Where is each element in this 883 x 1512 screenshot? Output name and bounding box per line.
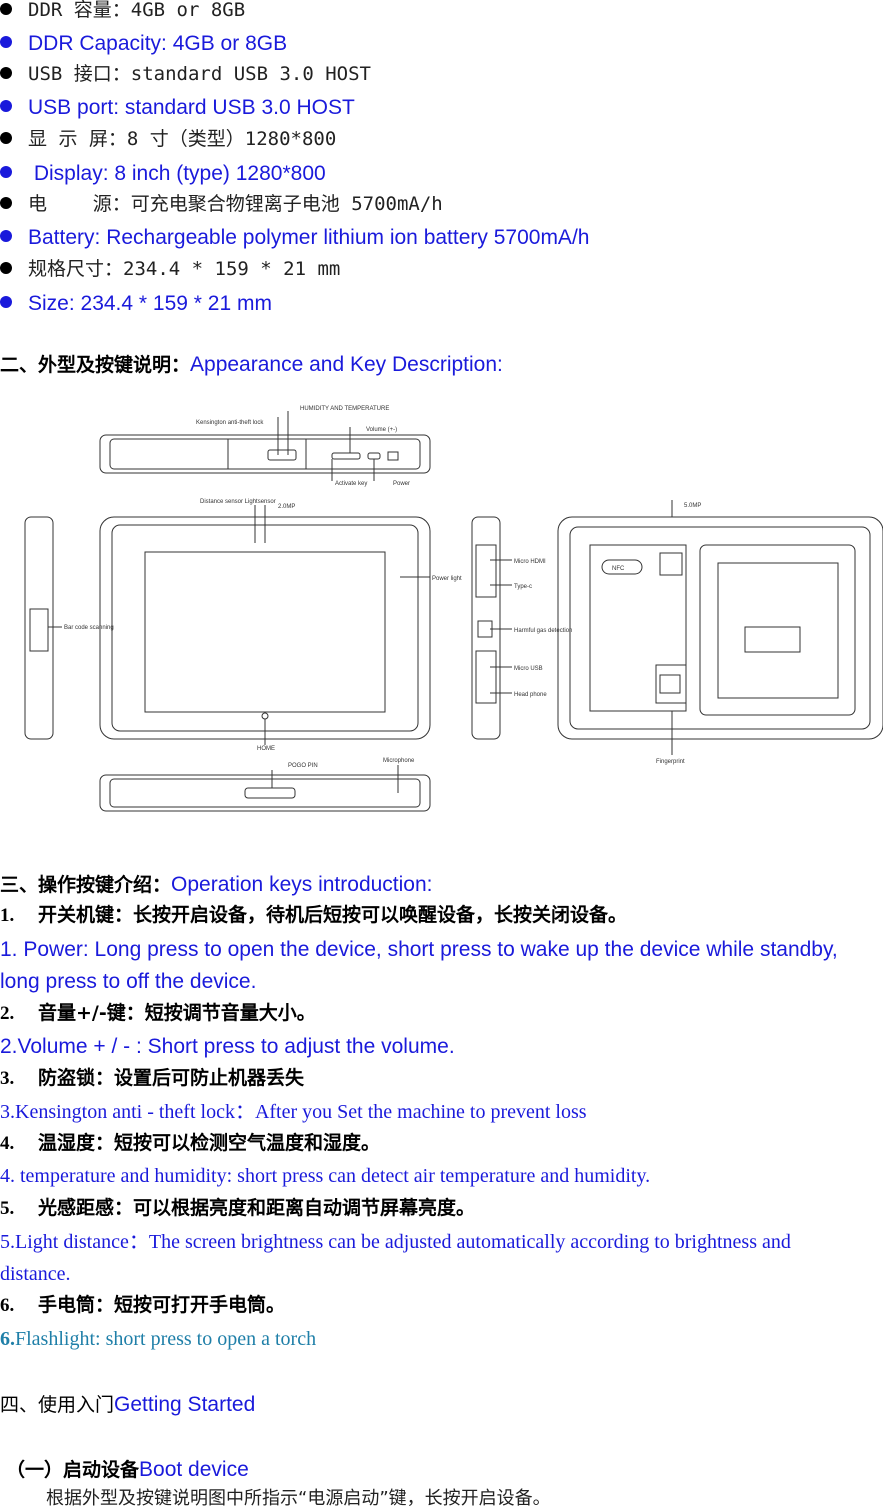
bullet-icon [0, 36, 12, 49]
label-gas: Harmful gas detection [514, 628, 572, 634]
label-humidity: HUMIDITY AND TEMPERATURE [300, 406, 389, 412]
key-1-cn: 1.开关机键：长按开启设备，待机后短按可以唤醒设备，长按关闭设备。 [0, 904, 628, 926]
label-2mp: 2.0MP [278, 504, 295, 510]
front-view [99, 505, 431, 745]
key-6-en: 6.Flashlight: short press to open a torc… [0, 1328, 317, 1350]
spec-size-cn: 规格尺寸：234.4 * 159 * 21 mm [0, 258, 340, 281]
spec-ddr-en: DDR Capacity: 4GB or 8GB [0, 32, 287, 56]
label-fingerprint: Fingerprint [656, 759, 685, 765]
section-3-en: Operation keys introduction: [171, 873, 433, 896]
section-2-cn: 二、外型及按键说明： [0, 354, 191, 376]
label-microusb: Micro USB [514, 666, 543, 672]
section-2-en: Appearance and Key Description: [190, 353, 503, 376]
spec-display-cn: 显 示 屏：8 寸（类型）1280*800 [0, 128, 336, 151]
label-distance: Distance sensor Lightsensor [200, 499, 276, 505]
label-hdmi: Micro HDMI [514, 559, 546, 565]
label-kensington: Kensington anti-theft lock [196, 420, 264, 426]
label-pogo: POGO PIN [288, 763, 318, 769]
subsection-boot-en: Boot device [139, 1458, 249, 1481]
key-4-cn: 4.温湿度：短按可以检测空气温度和湿度。 [0, 1132, 381, 1154]
subsection-boot: （一）启动设备Boot device [6, 1458, 249, 1482]
bullet-icon [0, 196, 12, 209]
bullet-icon [0, 166, 12, 179]
bullet-icon [0, 261, 12, 274]
label-nfc: NFC [612, 566, 625, 572]
bullet-icon [0, 131, 12, 144]
spec-usb-cn: USB 接口：standard USB 3.0 HOST [0, 63, 371, 86]
spec-battery-cn: 电 源：可充电聚合物锂离子电池 5700mA/h [0, 193, 443, 216]
key-5-cn: 5.光感距感：可以根据亮度和距离自动调节屏幕亮度。 [0, 1197, 476, 1219]
key-5-en-line1: 5.Light distance：The screen brightness c… [0, 1231, 791, 1253]
key-1-en-line1: 1. Power: Long press to open the device,… [0, 938, 838, 961]
label-typec: Type-c [514, 584, 532, 590]
spec-display-en: Display: 8 inch (type) 1280*800 [0, 162, 326, 186]
subsection-boot-cn: （一）启动设备 [6, 1459, 140, 1481]
label-power: Power [393, 481, 410, 487]
label-mic: Microphone [383, 758, 415, 764]
spec-usb-en: USB port: standard USB 3.0 HOST [0, 96, 355, 120]
bullet-icon [0, 296, 12, 309]
label-headphone: Head phone [514, 692, 547, 698]
section-4-en: Getting Started [114, 1393, 256, 1416]
bullet-icon [0, 2, 12, 15]
key-3-en: 3.Kensington anti - theft lock：After you… [0, 1101, 587, 1123]
spec-size-en: Size: 234.4 * 159 * 21 mm [0, 292, 272, 316]
bottom-view [99, 765, 431, 812]
key-2-en: 2.Volume + / - : Short press to adjust t… [0, 1035, 455, 1058]
label-barcode: Bar code scanning [64, 625, 114, 631]
section-3-cn: 三、操作按键介绍： [0, 874, 172, 896]
right-side-view [471, 516, 512, 740]
label-5mp: 5.0MP [684, 503, 701, 509]
label-volume: Volume (+-) [366, 427, 397, 433]
spec-battery-en: Battery: Rechargeable polymer lithium io… [0, 226, 589, 250]
key-1-en-line2: long press to off the device. [0, 970, 257, 993]
back-view [557, 500, 883, 755]
key-5-en-line2: distance. [0, 1263, 71, 1285]
key-2-cn: 2.音量+/-键：短按调节音量大小。 [0, 1002, 316, 1024]
boot-instruction: 根据外型及按键说明图中所指示“电源启动”键，长按开启设备。 [46, 1488, 551, 1509]
bullet-icon [0, 230, 12, 243]
left-side-view [24, 516, 62, 740]
device-diagram: Kensington anti-theft lock HUMIDITY AND … [24, 406, 883, 812]
top-view [99, 411, 431, 481]
bullet-icon [0, 66, 12, 79]
section-4-heading: 四、使用入门Getting Started [0, 1393, 255, 1417]
spec-ddr-cn: DDR 容量：4GB or 8GB [0, 0, 245, 22]
label-powerlight: Power light [432, 576, 462, 582]
section-3-heading: 三、操作按键介绍：Operation keys introduction: [0, 873, 433, 897]
label-home: HOME [257, 746, 275, 752]
key-6-cn: 6.手电筒：短按可打开手电筒。 [0, 1294, 286, 1316]
section-2-heading: 二、外型及按键说明：Appearance and Key Description… [0, 353, 503, 377]
label-activate: Activate key [335, 481, 367, 487]
key-4-en: 4. temperature and humidity: short press… [0, 1165, 651, 1187]
bullet-icon [0, 100, 12, 113]
key-3-cn: 3.防盗锁：设置后可防止机器丢失 [0, 1067, 305, 1089]
section-4-cn: 四、使用入门 [0, 1394, 115, 1416]
